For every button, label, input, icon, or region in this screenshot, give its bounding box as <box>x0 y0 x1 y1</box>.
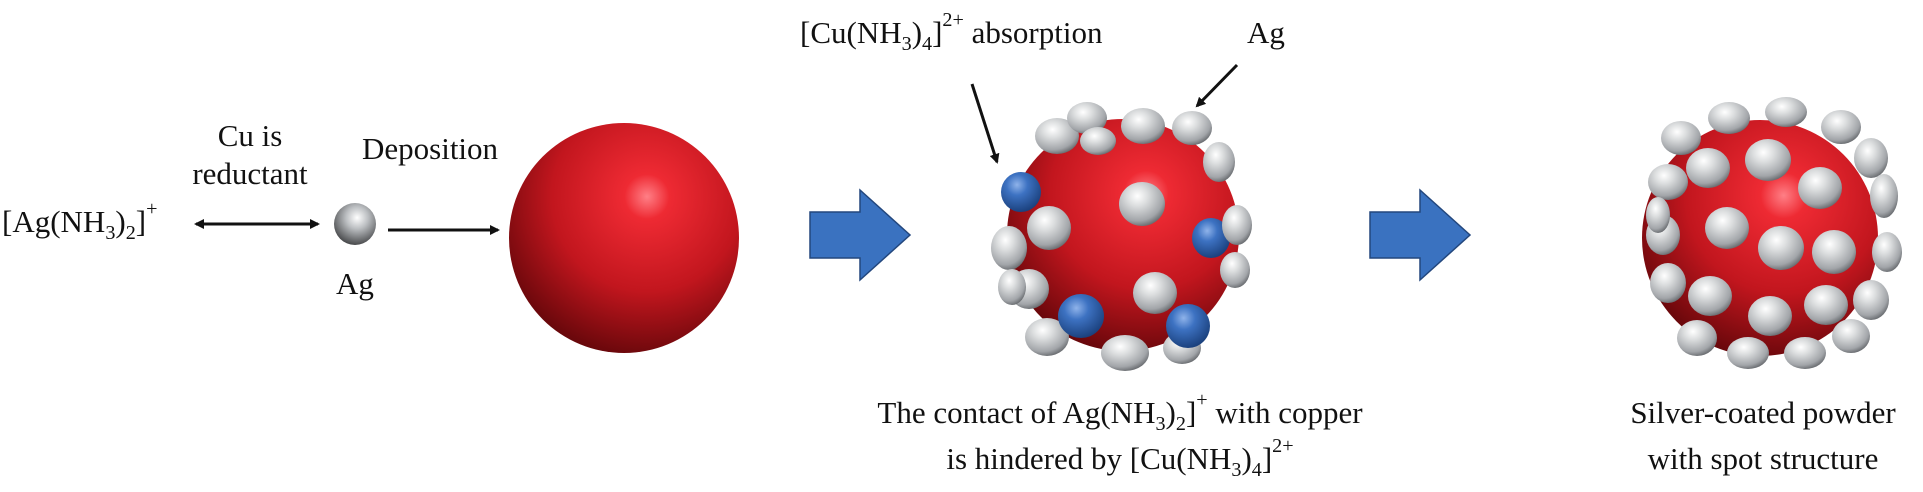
silver-bead <box>1661 121 1701 155</box>
silver-bead <box>1027 206 1071 250</box>
silver-bead <box>1727 337 1769 369</box>
silver-bead <box>1222 205 1252 245</box>
silver-pointer-label: Ag <box>1247 15 1285 50</box>
silver-bead <box>1804 285 1848 325</box>
copper-complex-bead <box>1001 172 1041 212</box>
silver-bead <box>1172 111 1212 145</box>
copper-sphere-with-complex <box>991 102 1252 371</box>
silver-bead <box>1067 102 1107 134</box>
middle-caption: The contact of Ag(NH3)2]+ with copper is… <box>840 390 1400 482</box>
silver-bead <box>1133 272 1177 314</box>
silver-bead <box>1648 164 1688 200</box>
silver-bead <box>1646 197 1670 233</box>
silver-bead <box>1025 318 1069 356</box>
silver-bead <box>1650 263 1686 303</box>
block-arrow-icon <box>1369 188 1472 282</box>
silver-bead <box>1854 138 1888 178</box>
deposition-label: Deposition <box>362 131 499 166</box>
silver-bead <box>1870 174 1898 218</box>
silver-bead <box>1765 97 1807 127</box>
silver-bead <box>1688 276 1732 316</box>
silver-bead <box>1872 232 1902 272</box>
copper-complex-bead <box>1058 294 1104 338</box>
silver-bead <box>998 269 1026 305</box>
silver-bead <box>1758 226 1804 270</box>
silver-bead <box>1821 110 1861 144</box>
copper-complex-bead <box>1192 218 1230 258</box>
silver-bead <box>1119 182 1165 226</box>
silver-particle-label: Ag <box>336 266 374 301</box>
block-arrow-icon <box>809 188 912 282</box>
silver-bead <box>1853 280 1889 320</box>
silver-bead <box>1745 139 1791 181</box>
silver-bead <box>1708 102 1750 134</box>
pointer-arrow-icon <box>1195 63 1239 108</box>
middle-caption-line-2: is hindered by [Cu(NH3)4]2+ <box>946 434 1294 482</box>
silver-bead <box>1121 108 1165 144</box>
copper-sphere <box>509 123 739 353</box>
silver-bead <box>1686 148 1730 188</box>
silver-bead <box>1080 127 1116 155</box>
silver-bead <box>1101 335 1149 371</box>
copper-complex-bead <box>1166 304 1210 348</box>
silver-bead <box>1748 296 1792 336</box>
silver-bead <box>991 226 1027 270</box>
silver-bead <box>1812 230 1856 274</box>
reductant-label: Cu is reductant <box>192 118 308 191</box>
silver-bead <box>1784 337 1826 369</box>
silver-coated-powder <box>1642 97 1902 369</box>
silver-bead <box>1220 252 1250 288</box>
middle-caption-line-1: The contact of Ag(NH3)2]+ with copper <box>877 388 1363 436</box>
silver-bead <box>1832 319 1870 353</box>
pointer-arrow-icon <box>970 83 1000 164</box>
silver-bead <box>1705 207 1749 249</box>
silver-bead <box>1035 118 1079 154</box>
silver-bead <box>1677 320 1717 356</box>
silver-particle <box>334 203 376 245</box>
right-caption: Silver-coated powder with spot structure <box>1630 395 1896 476</box>
copper-complex-absorption-label: [Cu(NH3)4]2+ absorption <box>800 8 1103 56</box>
silver-bead <box>1798 167 1842 209</box>
silver-bead <box>1203 142 1235 182</box>
silver-ammine-complex-label: [Ag(NH3)2]+ <box>2 197 158 245</box>
